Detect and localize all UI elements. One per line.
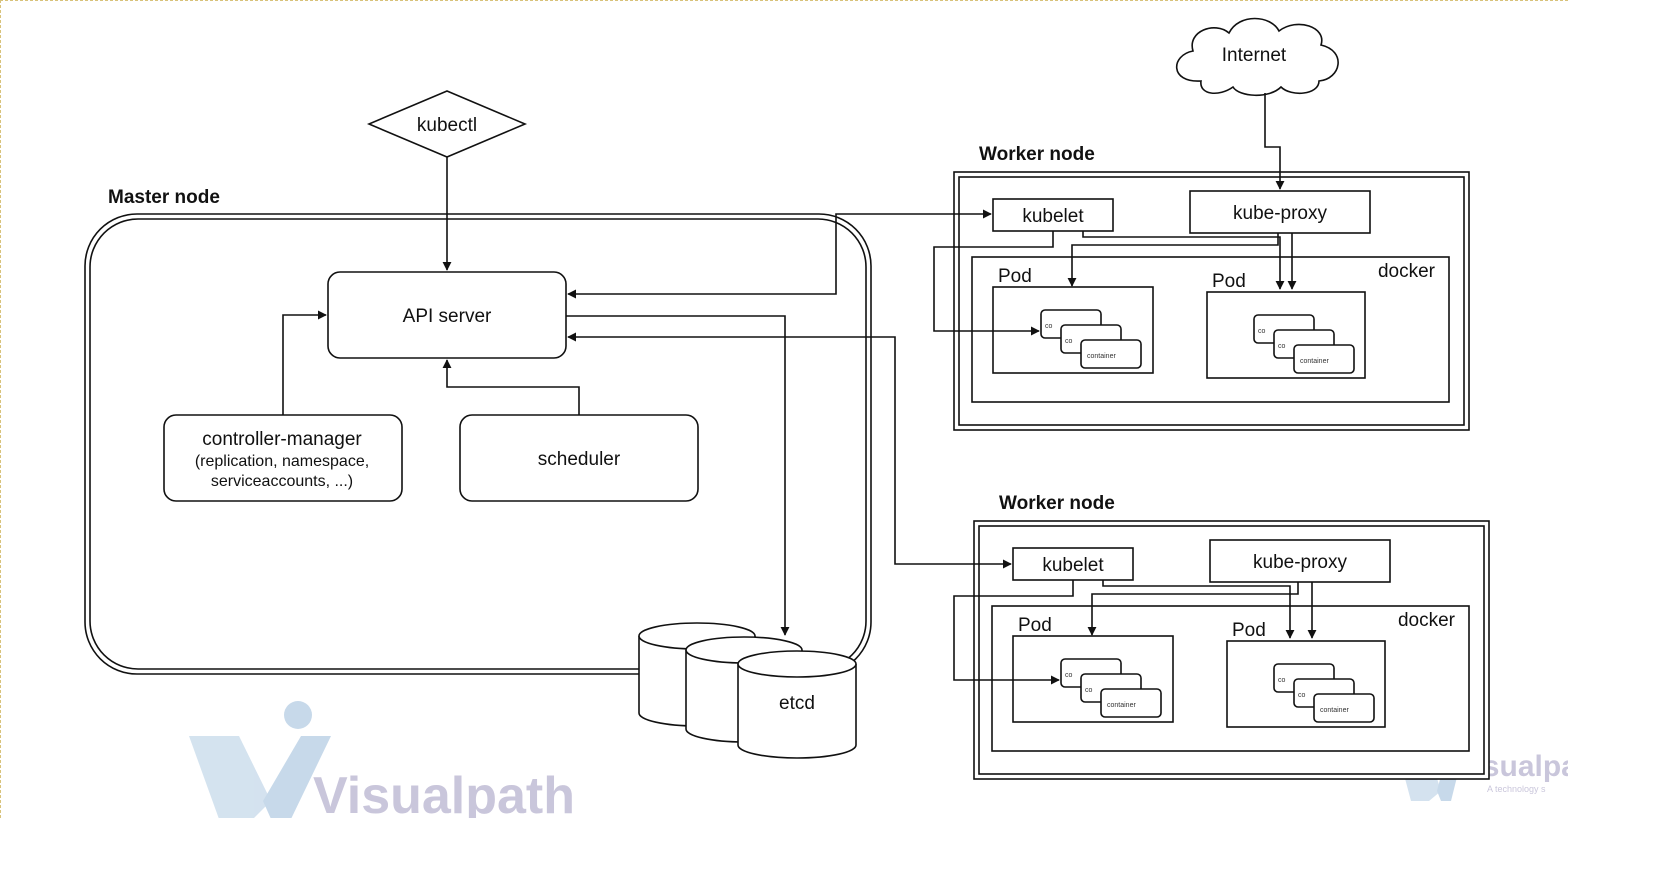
docker-label-1: docker <box>1378 261 1436 282</box>
kube-proxy-label-1: kube-proxy <box>1233 203 1327 224</box>
controller-manager-sub2: serviceaccounts, ...) <box>211 473 353 490</box>
svg-text:co: co <box>1258 328 1266 335</box>
container-stack-2a: co co container <box>1060 658 1162 718</box>
svg-text:container: container <box>1320 707 1349 714</box>
pod-label-1b: Pod <box>1212 271 1246 292</box>
container-stack-1a: co co container <box>1040 309 1142 369</box>
kubelet-to-pod-1b-arrow <box>1082 231 1285 290</box>
kube-proxy-box-2 <box>1209 539 1391 583</box>
svg-text:co: co <box>1065 338 1073 345</box>
api-server-label: API server <box>403 306 492 327</box>
container-stack-2b: co co container <box>1273 663 1375 723</box>
controller-to-api-arrow <box>282 310 327 415</box>
kubelet-to-pod-2b-arrow <box>1102 580 1295 639</box>
api-kubelet-1-arrow <box>567 209 992 299</box>
svg-text:co: co <box>1085 687 1093 694</box>
svg-text:co: co <box>1278 677 1286 684</box>
scheduler-box: scheduler <box>459 414 699 502</box>
svg-text:co: co <box>1065 672 1073 679</box>
proxy-to-pod-1a-arrow <box>1067 233 1279 287</box>
watermark-text-left: Visualpath <box>313 767 575 819</box>
container-stack-1b: co co container <box>1253 314 1355 374</box>
worker-node-2-title: Worker node <box>999 493 1115 514</box>
svg-text:container: container <box>1107 702 1136 709</box>
watermark-logo-left: Visualpath <box>189 701 575 825</box>
watermark-tagline: A technology s <box>1487 784 1546 794</box>
master-node-title: Master node <box>108 187 220 208</box>
kubectl-node: kubectl <box>366 90 528 158</box>
pod-label-2a: Pod <box>1018 615 1052 636</box>
api-kubelet-2-arrow <box>567 332 1012 569</box>
svg-text:co: co <box>1298 692 1306 699</box>
internet-to-proxy-arrow <box>1264 93 1285 190</box>
proxy-to-pod-2a-arrow <box>1087 582 1299 636</box>
svg-text:container: container <box>1087 353 1116 360</box>
worker-node-1: Worker node kubelet kube-proxy docker Po… <box>933 144 1470 431</box>
worker-node-1-title: Worker node <box>979 144 1095 165</box>
internet-cloud: Internet <box>1175 17 1339 97</box>
diagram-canvas: Visualpath Visualpa A technology s Inter… <box>0 0 1578 825</box>
kubelet-to-pod-2a-arrow <box>953 580 1074 685</box>
controller-manager-label: controller-manager <box>202 429 362 450</box>
etcd-storage: etcd <box>638 622 857 759</box>
kubelet-label-2: kubelet <box>1042 555 1104 576</box>
pod-label-1a: Pod <box>998 266 1032 287</box>
svg-text:co: co <box>1278 343 1286 350</box>
kube-proxy-label-2: kube-proxy <box>1253 552 1347 573</box>
kubelet-box-1 <box>992 198 1114 232</box>
etcd-label: etcd <box>779 693 815 714</box>
bottom-edge-margin <box>0 818 1672 872</box>
controller-manager-box: controller-manager (replication, namespa… <box>163 414 403 502</box>
api-server-box: API server <box>327 271 567 359</box>
right-edge-margin <box>1568 0 1672 872</box>
svg-text:container: container <box>1300 358 1329 365</box>
kube-proxy-box-1 <box>1189 190 1371 234</box>
scheduler-label: scheduler <box>538 449 621 470</box>
docker-label-2: docker <box>1398 610 1456 631</box>
svg-text:co: co <box>1045 323 1053 330</box>
architecture-diagram: Visualpath Visualpa A technology s Inter… <box>84 17 1578 825</box>
kubectl-label: kubectl <box>417 115 477 136</box>
worker-node-2: Worker node kubelet kube-proxy docker Po… <box>953 493 1490 780</box>
internet-label: Internet <box>1222 45 1287 66</box>
kubelet-label-1: kubelet <box>1022 206 1084 227</box>
pod-label-2b: Pod <box>1232 620 1266 641</box>
controller-manager-sub1: (replication, namespace, <box>195 453 369 470</box>
kubelet-box-2 <box>1012 547 1134 581</box>
